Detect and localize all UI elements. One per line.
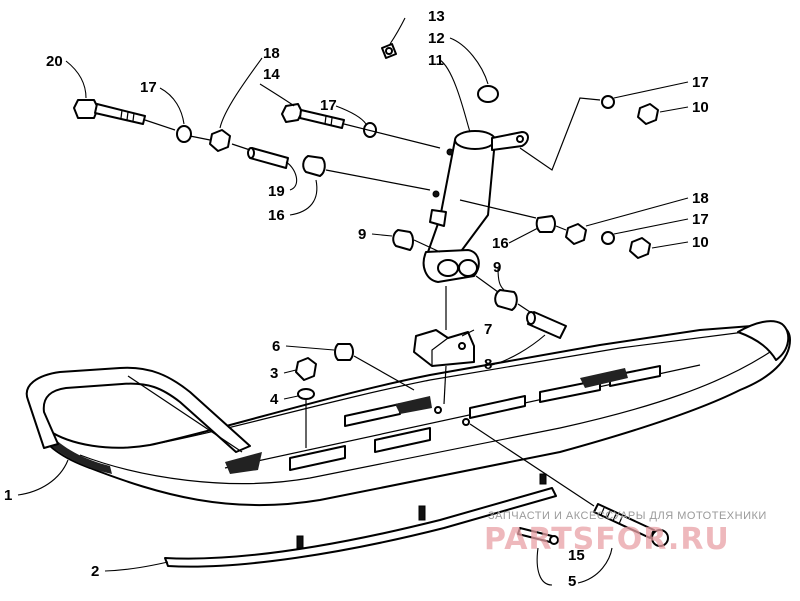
callout-10-bottom: 10 xyxy=(692,234,709,251)
callout-5: 5 xyxy=(568,573,576,590)
callout-14: 14 xyxy=(263,66,280,83)
bushing-left xyxy=(302,155,326,177)
sleeve xyxy=(247,147,289,169)
watermark: ЗАПЧАСТИ И АКСЕССУАРЫ ДЛЯ МОТОТЕХНИКИ PA… xyxy=(484,510,767,557)
callout-19: 19 xyxy=(268,183,285,200)
callout-7: 7 xyxy=(484,321,492,338)
bolt-left-long xyxy=(73,99,146,125)
callout-17-bottom-right: 17 xyxy=(692,211,709,228)
bolt-upper xyxy=(281,103,345,129)
ski-handle-loop xyxy=(25,366,251,453)
callout-15: 15 xyxy=(568,547,585,564)
callout-3: 3 xyxy=(270,365,278,382)
callout-11: 11 xyxy=(428,52,444,69)
callout-4: 4 xyxy=(270,391,279,408)
ski-wear-bar xyxy=(164,487,557,568)
bushing-6 xyxy=(334,343,354,361)
washer-right xyxy=(601,231,615,245)
callout-6: 6 xyxy=(272,338,280,355)
axle-pin xyxy=(526,311,567,339)
watermark-caption: ЗАПЧАСТИ И АКСЕССУАРЫ ДЛЯ МОТОТЕХНИКИ xyxy=(488,510,767,522)
callout-10-top: 10 xyxy=(692,99,709,116)
callout-13: 13 xyxy=(428,8,445,25)
callout-labels: 1 2 3 4 5 6 7 8 9 9 10 10 11 12 13 14 15… xyxy=(4,8,709,590)
skag-screw xyxy=(517,527,559,545)
callout-18-left: 18 xyxy=(263,45,280,62)
mount-bolt xyxy=(593,503,669,547)
nut-right-10 xyxy=(629,237,651,259)
callout-16-left: 16 xyxy=(268,207,285,224)
watermark-brand: PARTSFOR.RU xyxy=(484,522,730,557)
saddle-bracket xyxy=(413,329,475,367)
callout-9-right: 9 xyxy=(493,259,501,276)
callout-9-left: 9 xyxy=(358,226,366,243)
alignment-lines xyxy=(144,97,601,507)
small-screw xyxy=(381,43,397,59)
callout-12: 12 xyxy=(428,30,445,47)
callout-17-top-right: 17 xyxy=(692,74,709,91)
callout-20: 20 xyxy=(46,53,63,70)
callout-18-right: 18 xyxy=(692,190,709,207)
callout-17-mid: 17 xyxy=(320,97,337,114)
washer-4 xyxy=(297,388,315,400)
washer-top-right xyxy=(601,95,615,109)
nut-right-18 xyxy=(565,223,587,245)
ski-body xyxy=(39,320,791,549)
callout-17-left: 17 xyxy=(140,79,157,96)
spindle xyxy=(422,130,529,283)
nut-3 xyxy=(295,357,317,381)
bushing-right xyxy=(535,215,556,233)
callout-8: 8 xyxy=(484,356,492,373)
callout-16-right: 16 xyxy=(492,235,509,252)
nut-left xyxy=(209,129,231,152)
callout-2: 2 xyxy=(91,563,99,580)
nut-top-right xyxy=(637,103,659,125)
bushing-9-right xyxy=(494,289,518,311)
bushing-9-left xyxy=(392,229,414,251)
spindle-cap xyxy=(477,85,499,103)
washer-left xyxy=(176,125,192,143)
callout-1: 1 xyxy=(4,487,12,504)
leader-lines xyxy=(17,17,689,586)
